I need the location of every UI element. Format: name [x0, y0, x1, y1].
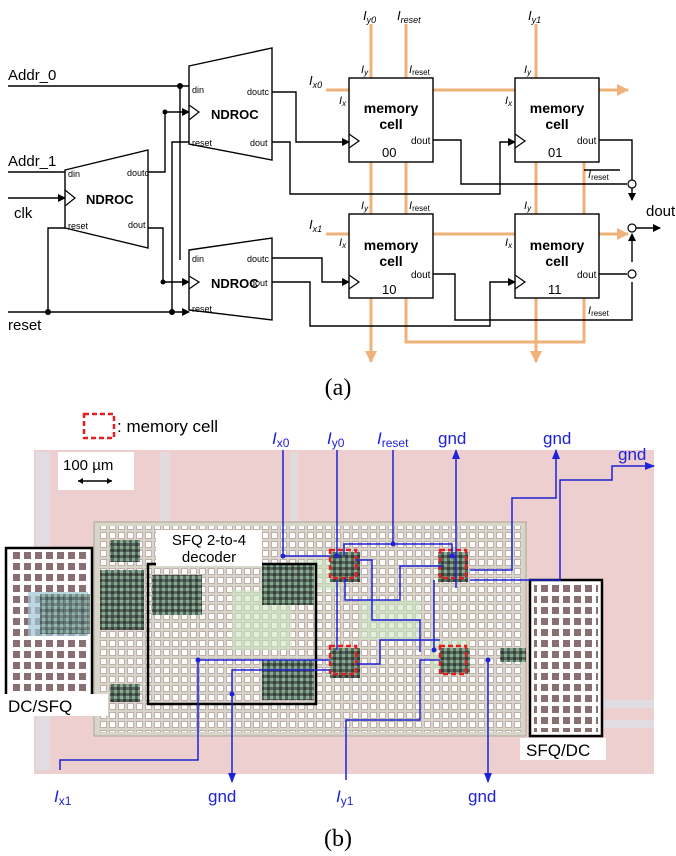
- ndroc-block-2: din doutc reset dout NDROC: [189, 48, 272, 160]
- svg-text:memory: memory: [530, 100, 585, 116]
- svg-text:memory: memory: [364, 237, 419, 253]
- svg-text:Ix: Ix: [505, 237, 513, 250]
- svg-text:Iy: Iy: [524, 64, 532, 77]
- svg-text:doutc: doutc: [127, 168, 150, 178]
- svg-text:din: din: [192, 254, 204, 264]
- dout-label: dout: [646, 203, 676, 220]
- dcsfq-label: DC/SFQ: [8, 697, 72, 716]
- svg-text:dout: dout: [411, 136, 431, 147]
- schematic-a: Iy0 Ireset Iy1 Ix0 Ix1: [8, 8, 676, 401]
- svg-text:dout: dout: [577, 270, 597, 281]
- memory-cell-10: memory cell 10 dout Iy Ireset Ix: [339, 200, 433, 298]
- label-ix1: Ix1: [54, 787, 72, 808]
- decoder-label-1: SFQ 2-to-4: [172, 532, 246, 549]
- caption-b: (b): [324, 826, 352, 852]
- svg-text:dout: dout: [250, 138, 268, 148]
- ndroc-block-3: din doutc reset dout NDROC: [189, 238, 272, 320]
- svg-text:reset: reset: [192, 304, 213, 314]
- svg-text:memory: memory: [364, 100, 419, 116]
- svg-text:cell: cell: [545, 116, 568, 132]
- bias-lines: [326, 24, 628, 362]
- label-iy0: Iy0: [327, 429, 345, 450]
- svg-text:: memory cell: : memory cell: [117, 417, 218, 436]
- decoder-label-2: decoder: [182, 549, 236, 566]
- svg-text:doutc: doutc: [247, 254, 270, 264]
- svg-text:100 µm: 100 µm: [63, 457, 113, 474]
- memory-cell-00: memory cell 00 dout Iy Ireset Ix: [339, 64, 433, 162]
- svg-text:Ix: Ix: [339, 95, 347, 108]
- iy0-label: Iy0: [363, 8, 376, 25]
- svg-text:dout: dout: [577, 136, 597, 147]
- svg-text:11: 11: [548, 282, 562, 297]
- svg-text:dout: dout: [128, 220, 146, 230]
- clk-label: clk: [14, 205, 33, 222]
- label-iy1: Iy1: [336, 787, 354, 808]
- addr0-label: Addr_0: [8, 67, 56, 84]
- svg-text:01: 01: [548, 145, 562, 160]
- svg-text:Ireset: Ireset: [588, 169, 610, 182]
- scale-bar: 100 µm: [58, 452, 134, 490]
- addr1-label: Addr_1: [8, 153, 56, 170]
- iy1-label: Iy1: [528, 8, 541, 25]
- ndroc-block-1: din doutc reset dout NDROC: [65, 150, 150, 248]
- label-ix0: Ix0: [272, 429, 290, 450]
- legend: : memory cell: [84, 414, 218, 438]
- micrograph-b: : memory cell 100 µm: [4, 414, 654, 852]
- svg-text:din: din: [68, 169, 80, 179]
- svg-text:cell: cell: [379, 116, 402, 132]
- label-gnd-1: gnd: [438, 429, 466, 448]
- svg-text:memory: memory: [530, 237, 585, 253]
- svg-text:Iy: Iy: [361, 200, 369, 213]
- svg-text:Iy: Iy: [361, 64, 369, 77]
- label-ireset: Ireset: [377, 429, 409, 450]
- svg-text:Ix: Ix: [505, 95, 513, 108]
- svg-text:reset: reset: [68, 221, 89, 231]
- svg-text:Ireset: Ireset: [409, 200, 431, 213]
- ix1-label: Ix1: [309, 217, 322, 234]
- svg-text:doutc: doutc: [247, 87, 270, 97]
- svg-text:10: 10: [382, 282, 396, 297]
- svg-text:dout: dout: [411, 270, 431, 281]
- label-gnd-3: gnd: [618, 445, 646, 464]
- svg-text:NDROC: NDROC: [211, 107, 259, 122]
- memory-cell-11: memory cell 11 dout Iy Ix Ireset: [505, 200, 610, 318]
- label-gnd-5: gnd: [468, 787, 496, 806]
- caption-a: (a): [325, 375, 352, 401]
- ireset-label: Ireset: [397, 8, 421, 25]
- memory-cell-01: memory cell 01 dout Iy Ix Ireset: [505, 64, 610, 182]
- svg-text:din: din: [192, 85, 204, 95]
- svg-text:cell: cell: [379, 253, 402, 269]
- svg-text:Ireset: Ireset: [588, 305, 610, 318]
- reset-label: reset: [8, 317, 42, 334]
- svg-text:Ix: Ix: [339, 237, 347, 250]
- svg-text:Iy: Iy: [524, 200, 532, 213]
- ix0-label: Ix0: [309, 73, 322, 90]
- svg-text:reset: reset: [192, 138, 213, 148]
- label-gnd-2: gnd: [543, 429, 571, 448]
- svg-text:NDROC: NDROC: [211, 276, 259, 291]
- label-gnd-4: gnd: [208, 787, 236, 806]
- svg-text:Ireset: Ireset: [409, 64, 431, 77]
- svg-text:cell: cell: [545, 253, 568, 269]
- sfqdc-label: SFQ/DC: [526, 741, 590, 760]
- svg-text:00: 00: [382, 145, 396, 160]
- svg-text:NDROC: NDROC: [86, 192, 134, 207]
